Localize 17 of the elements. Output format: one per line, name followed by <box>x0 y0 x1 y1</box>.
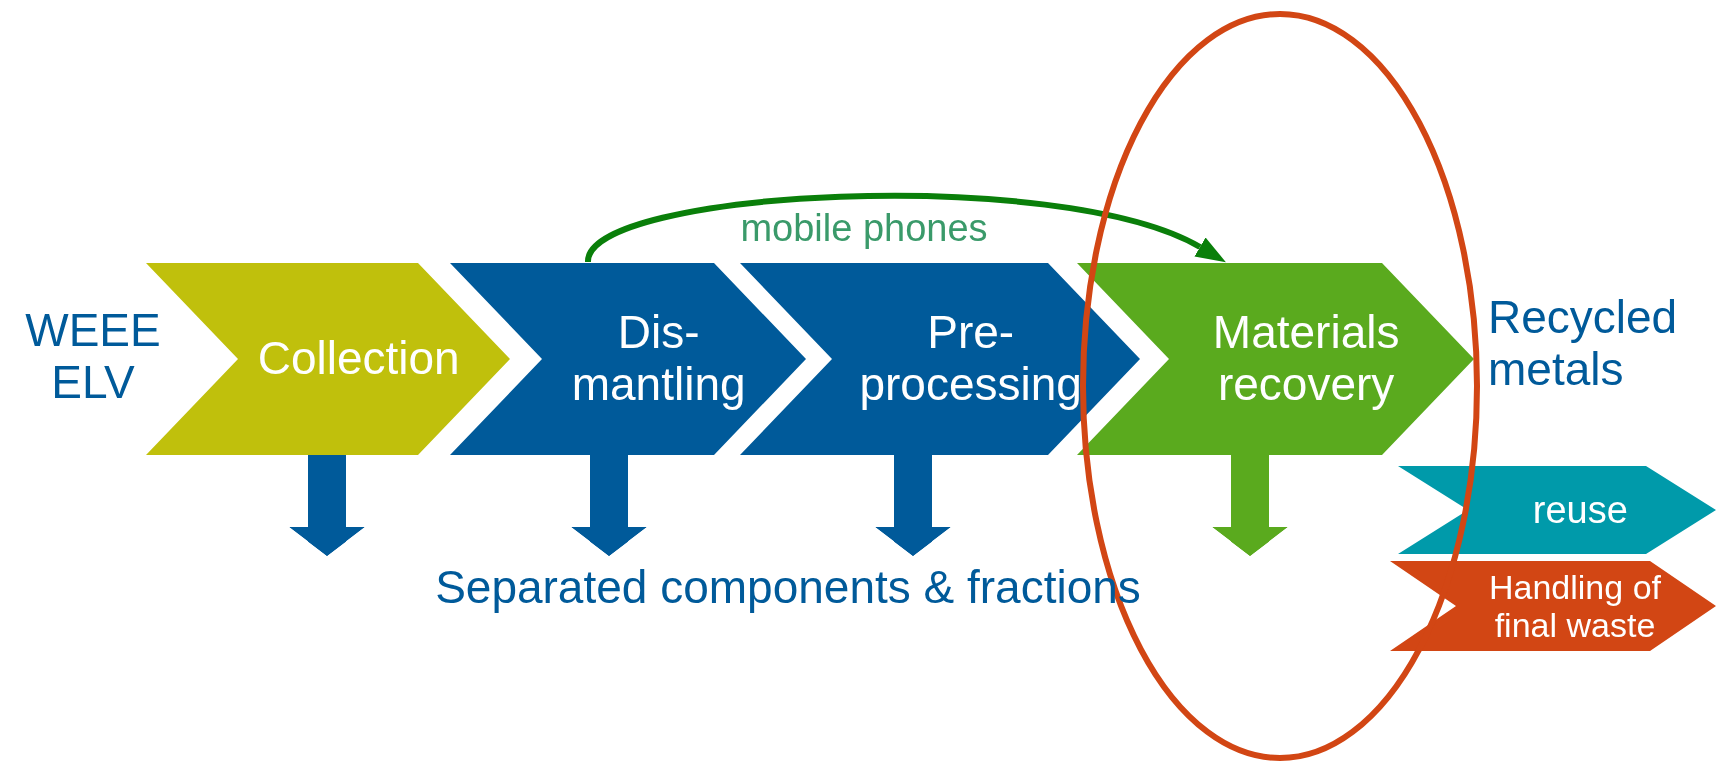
edge-label: mobile phones <box>740 206 988 250</box>
step-label: Handling of final waste <box>1488 567 1662 645</box>
step-label: Collection <box>256 333 461 385</box>
block-arrow <box>1212 455 1288 556</box>
step-label: Dis- mantling <box>570 307 747 411</box>
curved-arrow <box>585 192 1228 264</box>
process-step-shape <box>1398 466 1716 554</box>
process-step-shape <box>1077 263 1474 455</box>
step-label: Materials recovery <box>1211 307 1401 411</box>
flow-label: WEEE ELV <box>24 305 162 409</box>
block-arrow <box>289 455 365 556</box>
step-label: reuse <box>1531 488 1629 532</box>
block-arrow <box>875 455 951 556</box>
process-step-shape <box>1390 561 1716 651</box>
block-arrow <box>571 455 647 556</box>
flow-label: Recycled metals <box>1488 292 1679 396</box>
step-label: Pre- processing <box>858 307 1083 411</box>
